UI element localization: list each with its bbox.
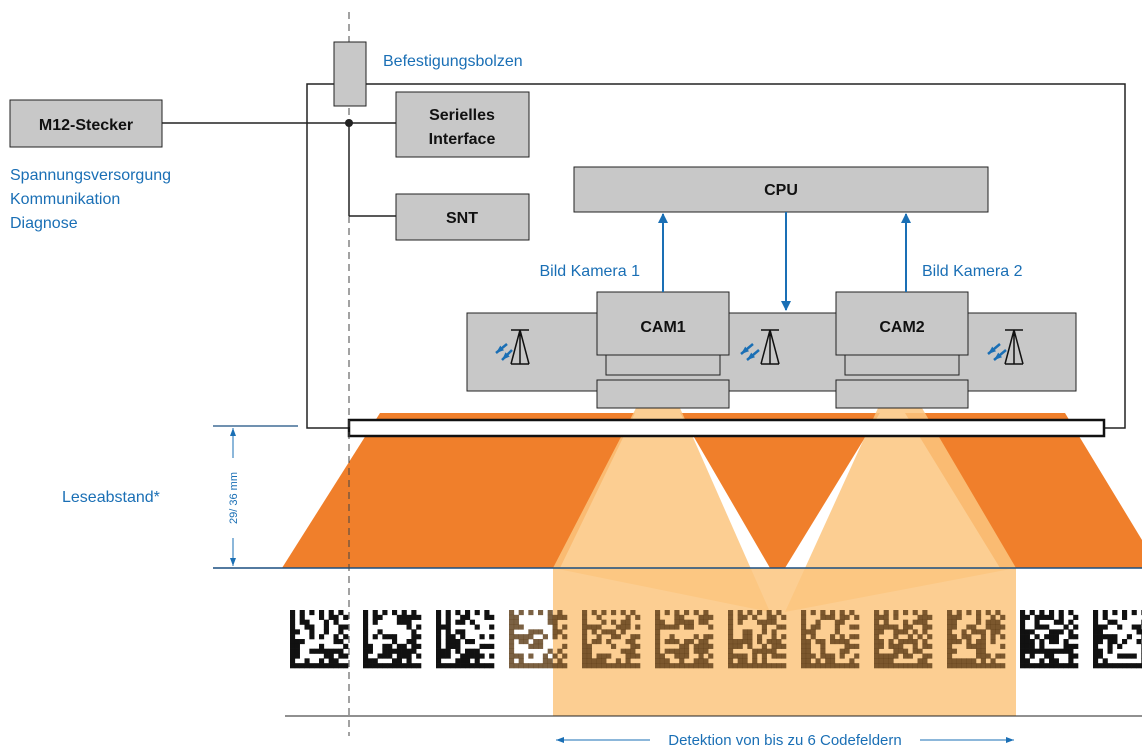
mounting-bolt <box>333 41 367 107</box>
datamatrix-code-icon <box>874 610 933 669</box>
m12-connector <box>9 99 163 148</box>
led-illumination-icon <box>495 329 530 365</box>
cam2-lens <box>835 379 969 409</box>
cam2-label: CAM2 <box>879 319 924 336</box>
detection-area <box>553 568 1016 716</box>
serial-interface-line1: Serielles <box>429 107 495 124</box>
cam2-body <box>835 291 969 356</box>
serial-interface-box <box>395 91 530 158</box>
distance-value: 29/ 36 mm <box>228 472 240 524</box>
snt-box <box>395 193 530 241</box>
snt-label: SNT <box>446 210 478 227</box>
datamatrix-code-icon <box>1020 610 1079 669</box>
illumination-field-middle <box>680 413 880 568</box>
datamatrix-code-icon <box>509 610 568 669</box>
reading-distance-label: Leseabstand* <box>62 489 160 506</box>
serial-interface-line2: Interface <box>429 131 496 148</box>
illumination-field <box>282 413 1142 568</box>
wiring <box>162 122 396 217</box>
datamatrix-code-icon <box>728 610 787 669</box>
code-fields <box>290 610 1142 669</box>
cam1-lens <box>596 379 730 409</box>
image-cam1-label: Bild Kamera 1 <box>540 263 641 280</box>
cam2-cone-fill <box>785 408 1016 612</box>
datamatrix-code-icon <box>436 610 495 669</box>
cpu-label: CPU <box>764 182 798 199</box>
datamatrix-code-icon <box>801 610 860 669</box>
m12-connector-label: M12-Stecker <box>39 117 133 134</box>
datamatrix-code-icon <box>947 610 1006 669</box>
led-illumination-icon <box>987 329 1024 365</box>
bolt-label: Befestigungsbolzen <box>383 53 523 70</box>
connector-function-1: Spannungsversorgung <box>10 167 171 184</box>
illumination-field-right <box>905 413 1142 568</box>
connector-function-2: Kommunikation <box>10 191 120 208</box>
datamatrix-code-icon <box>1093 610 1142 669</box>
cam1-lens-mount <box>605 354 721 376</box>
datamatrix-code-icon <box>655 610 714 669</box>
cam1-cone-fill <box>553 408 770 612</box>
image-cam2-label: Bild Kamera 2 <box>922 263 1023 280</box>
datamatrix-code-icon <box>290 610 349 669</box>
detection-label: Detektion von bis zu 6 Codefeldern <box>668 732 901 746</box>
cam2-lens-mount <box>844 354 960 376</box>
sensor-board <box>466 312 1077 392</box>
illumination-field-left <box>282 413 635 568</box>
datamatrix-code-icon <box>582 610 641 669</box>
datamatrix-code-icon <box>363 610 422 669</box>
front-window <box>347 418 1106 438</box>
cam1-label: CAM1 <box>640 319 685 336</box>
wiring-junction <box>345 119 353 127</box>
led-illumination-icon <box>740 329 780 365</box>
cpu-box <box>573 166 989 213</box>
connector-function-3: Diagnose <box>10 215 78 232</box>
